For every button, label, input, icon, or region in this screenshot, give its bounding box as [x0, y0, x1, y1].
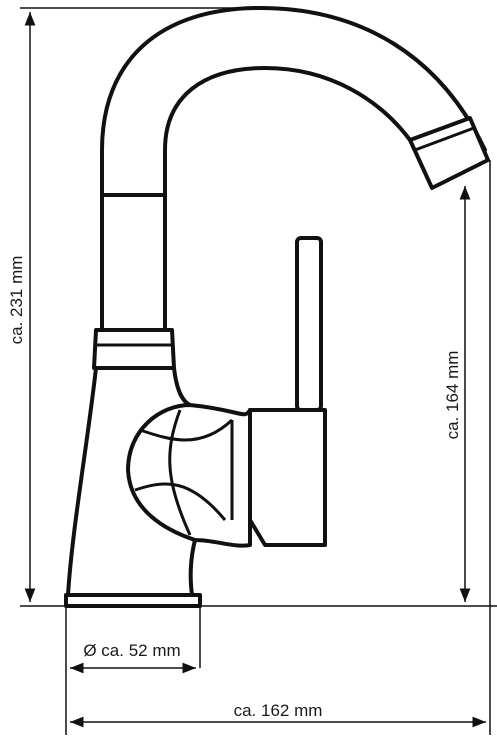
dimension-labels: ca. 231 mm ca. 164 mm Ø ca. 52 mm ca. 16… [7, 256, 462, 720]
label-base-diameter: Ø ca. 52 mm [83, 641, 180, 660]
label-total-width: ca. 162 mm [234, 701, 323, 720]
spout-inner [163, 66, 412, 197]
nozzle [408, 116, 490, 190]
label-total-height: ca. 231 mm [7, 256, 26, 345]
faucet-base [64, 593, 202, 608]
label-spout-height: ca. 164 mm [443, 351, 462, 440]
faucet-outline [64, 6, 490, 608]
neck-tube [100, 193, 167, 332]
body-right-lower [188, 538, 197, 597]
dimension-lines [24, 11, 486, 728]
valve-detail [134, 409, 234, 536]
spout-outer [100, 6, 487, 197]
nozzle-ring [414, 126, 475, 152]
extension-lines [20, 7, 497, 735]
lever-block [248, 408, 327, 547]
collar [92, 328, 176, 370]
valve-housing [126, 403, 252, 548]
lever-handle [295, 236, 323, 412]
